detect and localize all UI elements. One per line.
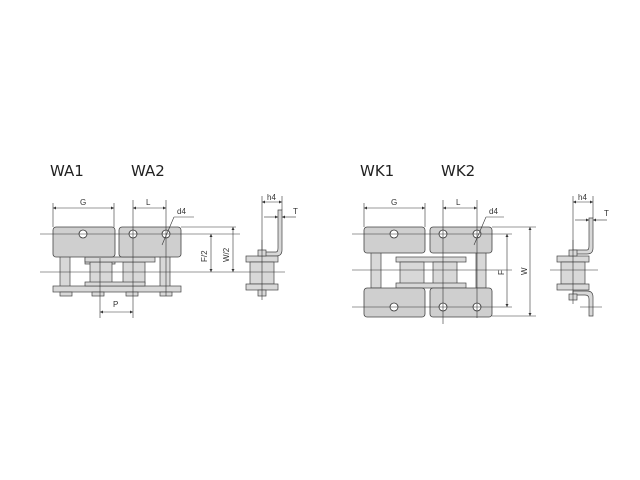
dim-h4: h4 — [267, 193, 276, 202]
wk-diagram: WK1 WK2 G L d4 F — [352, 162, 609, 324]
wk-side-view: h4 T — [550, 193, 609, 317]
dim-w: W — [520, 267, 529, 275]
dim-w-half: W/2 — [222, 247, 231, 262]
roller — [399, 261, 425, 285]
wa2-label: WA2 — [131, 162, 165, 180]
inner-plate — [84, 281, 146, 287]
attachment-plate-wk2-bottom — [429, 287, 493, 318]
dim-f-half: F/2 — [200, 250, 209, 262]
inner-plate — [395, 282, 467, 289]
pin-plate — [159, 254, 171, 288]
dim-l: L — [456, 198, 461, 207]
attachment-plate-wk1-bottom — [363, 287, 426, 318]
wk2-label: WK2 — [441, 162, 475, 180]
attachment-plate-wa2 — [118, 226, 182, 258]
dim-g: G — [80, 198, 86, 207]
wk1-label: WK1 — [360, 162, 394, 180]
wa1-label: WA1 — [50, 162, 84, 180]
dim-l: L — [146, 198, 151, 207]
roller — [432, 261, 458, 285]
pin-head — [59, 291, 73, 297]
wa-side-view: h4 T — [240, 193, 298, 300]
attachment-plate-wk1-top — [363, 226, 426, 254]
dim-g: G — [391, 198, 397, 207]
attachment-plate-wa1 — [52, 226, 116, 258]
dim-h4: h4 — [578, 193, 587, 202]
dim-t: T — [604, 209, 609, 218]
roller — [89, 261, 113, 285]
pin-head — [125, 291, 139, 297]
wa-diagram: WA1 WA2 G L — [40, 162, 298, 318]
dim-f: F — [497, 270, 506, 275]
dim-d4: d4 — [177, 207, 186, 216]
dim-t: T — [293, 207, 298, 216]
outer-plate — [52, 285, 182, 293]
pin-plate — [59, 254, 71, 288]
dim-d4: d4 — [489, 207, 498, 216]
inner-plate — [84, 256, 156, 263]
inner-plate — [395, 256, 467, 263]
dim-p: P — [113, 300, 118, 309]
pin-head — [91, 291, 105, 297]
attachment-plate-wk2-top — [429, 226, 493, 254]
roller — [122, 261, 146, 285]
